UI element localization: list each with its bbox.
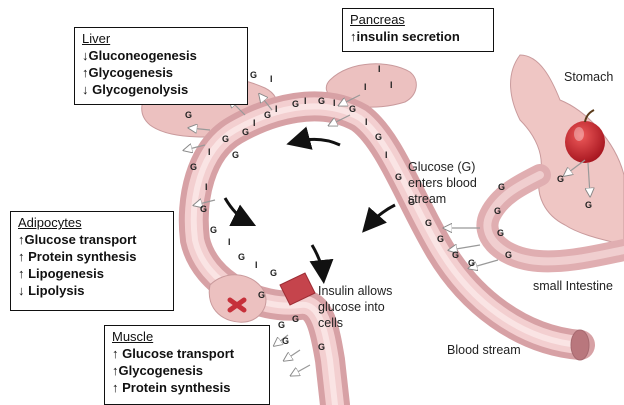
glucose-marker: G <box>318 96 325 106</box>
glucose-marker: G <box>437 234 444 244</box>
glucose-marker: G <box>250 70 257 80</box>
stomach-label: Stomach <box>564 70 613 85</box>
liver-heading: Liver <box>82 31 240 47</box>
insulin-marker: I <box>364 82 367 92</box>
glucose-marker: G <box>318 342 325 352</box>
muscle-effect-1: ↑ Glucose transport <box>112 345 262 362</box>
glucose-marker: G <box>210 225 217 235</box>
liver-effect-3: ↓ Glycogenolysis <box>82 81 240 98</box>
liver-effect-2: ↑Glycogenesis <box>82 64 240 81</box>
pancreas-box: Pancreas ↑insulin secretion <box>342 8 494 52</box>
insulin-marker: I <box>333 98 336 108</box>
glucose-marker: G <box>375 132 382 142</box>
glucose-marker: G <box>557 174 564 184</box>
glucose-enters-label-2: enters blood <box>408 176 477 191</box>
insulin-marker: I <box>205 182 208 192</box>
stomach-organ <box>487 55 624 261</box>
blood-stream-label: Blood stream <box>447 343 521 358</box>
insulin-allows-label-1: Insulin allows <box>318 284 392 299</box>
glucose-marker: G <box>452 250 459 260</box>
insulin-marker: I <box>275 104 278 114</box>
glucose-marker: G <box>278 320 285 330</box>
glucose-marker: G <box>585 200 592 210</box>
muscle-heading: Muscle <box>112 329 262 345</box>
glucose-marker: G <box>494 206 501 216</box>
insulin-marker: I <box>255 260 258 270</box>
glucose-marker: G <box>190 162 197 172</box>
muscle-box: Muscle ↑ Glucose transport ↑Glycogenesis… <box>104 325 270 405</box>
adipocytes-effect-1: ↑Glucose transport <box>18 231 166 248</box>
insulin-marker: I <box>390 80 393 90</box>
adipocytes-effect-2: ↑ Protein synthesis <box>18 248 166 265</box>
pancreas-effect-1: ↑insulin secretion <box>350 28 486 45</box>
glucose-marker: G <box>425 218 432 228</box>
adipocytes-effect-4: ↓ Lipolysis <box>18 282 166 299</box>
flow-arrows <box>225 139 395 275</box>
glucose-marker: G <box>395 172 402 182</box>
insulin-allows-label-3: cells <box>318 316 343 331</box>
glucose-marker: G <box>270 268 277 278</box>
insulin-marker: I <box>378 64 381 74</box>
liver-box: Liver ↓Gluconeogenesis ↑Glycogenesis ↓ G… <box>74 27 248 105</box>
glucose-marker: G <box>292 314 299 324</box>
adipocytes-effect-3: ↑ Lipogenesis <box>18 265 166 282</box>
glucose-marker: G <box>498 182 505 192</box>
insulin-marker: I <box>365 117 368 127</box>
muscle-effect-3: ↑ Protein synthesis <box>112 379 262 396</box>
pancreas-heading: Pancreas <box>350 12 486 28</box>
glucose-marker: G <box>349 104 356 114</box>
adipocytes-heading: Adipocytes <box>18 215 166 231</box>
insulin-marker: I <box>228 237 231 247</box>
liver-effect-1: ↓Gluconeogenesis <box>82 47 240 64</box>
glucose-marker: G <box>242 127 249 137</box>
glucose-marker: G <box>292 99 299 109</box>
glucose-marker: G <box>505 250 512 260</box>
glucose-marker: G <box>258 290 265 300</box>
insulin-marker: I <box>253 118 256 128</box>
glucose-enters-label-3: stream <box>408 192 446 207</box>
insulin-marker: I <box>304 96 307 106</box>
glucose-marker: G <box>232 150 239 160</box>
glucose-marker: G <box>264 110 271 120</box>
glucose-marker: G <box>497 228 504 238</box>
insulin-marker: I <box>270 74 273 84</box>
muscle-effect-2: ↑Glycogenesis <box>112 362 262 379</box>
small-intestine-label: small Intestine <box>533 279 613 294</box>
glucose-marker: G <box>200 204 207 214</box>
insulin-marker: I <box>208 147 211 157</box>
glucose-marker: G <box>238 252 245 262</box>
insulin-allows-label-2: glucose into <box>318 300 385 315</box>
glucose-marker: G <box>282 336 289 346</box>
adipocytes-box: Adipocytes ↑Glucose transport ↑ Protein … <box>10 211 174 311</box>
glucose-marker: G <box>222 134 229 144</box>
insulin-marker: I <box>385 150 388 160</box>
glucose-enters-label-1: Glucose (G) <box>408 160 475 175</box>
glucose-marker: G <box>468 258 475 268</box>
glucose-marker: G <box>185 110 192 120</box>
